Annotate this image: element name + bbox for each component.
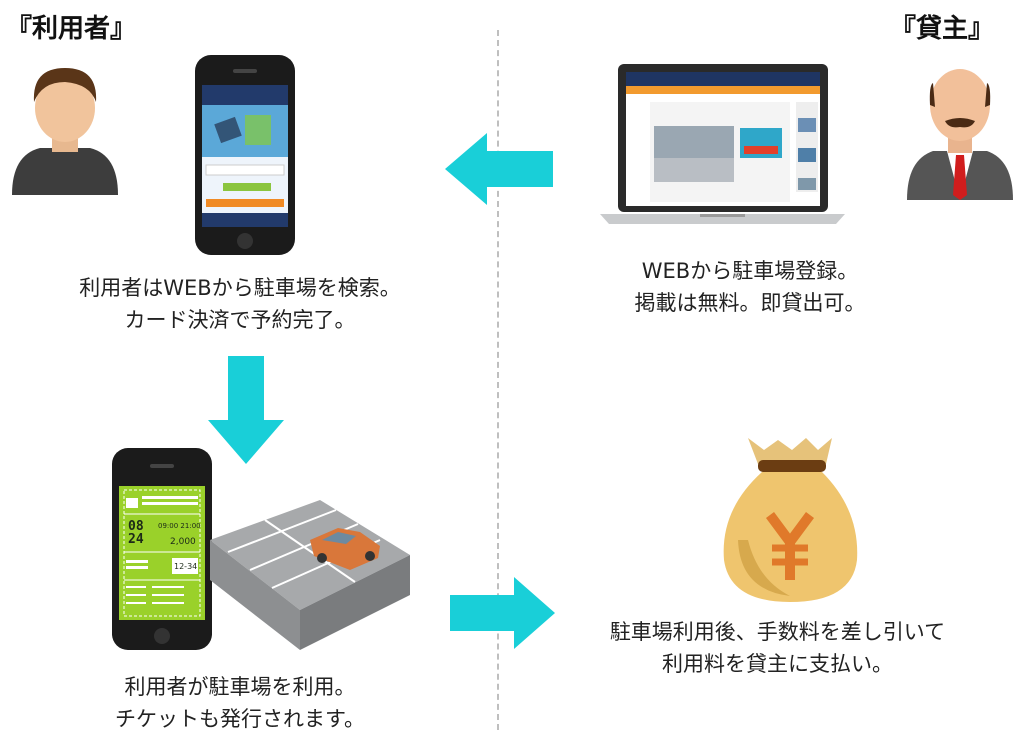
- caption-line: カード決済で予約完了。: [124, 308, 356, 332]
- ticket-times: 09:00 21:00: [158, 522, 201, 530]
- caption-line: WEBから駐車場登録。: [641, 259, 859, 283]
- caption-user-use: 利用者が駐車場を利用。 チケットも発行されます。: [30, 671, 450, 735]
- smartphone-ticket: 08 24 09:00 21:00 2,000 12-34: [112, 448, 212, 650]
- caption-line: チケットも発行されます。: [115, 707, 365, 731]
- arrow-right: [450, 577, 555, 649]
- user-heading: 『利用者』: [6, 14, 137, 44]
- section-divider: [497, 30, 499, 730]
- ticket-start-time: 09:00: [158, 522, 179, 530]
- caption-line: 利用料を貸主に支払い。: [662, 652, 893, 676]
- caption-user-search: 利用者はWEBから駐車場を検索。 カード決済で予約完了。: [20, 272, 460, 336]
- parking-lot-illustration: [210, 500, 410, 650]
- person-icon: [10, 60, 120, 195]
- ticket-price: 2,000: [170, 537, 196, 547]
- caption-line: 利用者が駐車場を利用。: [124, 675, 356, 699]
- businessman-icon: [905, 55, 1015, 200]
- caption-line: 駐車場利用後、手数料を差し引いて: [609, 620, 946, 644]
- smartphone-search: [195, 55, 295, 255]
- arrow-down: [208, 356, 284, 464]
- ticket-month: 08: [128, 519, 144, 534]
- caption-line: 掲載は無料。即貸出可。: [634, 291, 866, 315]
- caption-line: 利用者はWEBから駐車場を検索。: [79, 276, 401, 300]
- caption-owner-register: WEBから駐車場登録。 掲載は無料。即貸出可。: [560, 255, 940, 319]
- laptop-registration: [600, 62, 845, 227]
- arrow-left: [445, 133, 553, 205]
- ticket-date: 08 24: [128, 520, 144, 546]
- owner-heading: 『貸主』: [890, 14, 995, 44]
- ticket-plate: 12-34: [174, 562, 198, 571]
- yen-money-bag-icon: [718, 430, 863, 605]
- ticket-day: 24: [128, 532, 144, 547]
- ticket-end-time: 21:00: [180, 522, 201, 530]
- caption-payment: 駐車場利用後、手数料を差し引いて 利用料を貸主に支払い。: [555, 616, 1000, 680]
